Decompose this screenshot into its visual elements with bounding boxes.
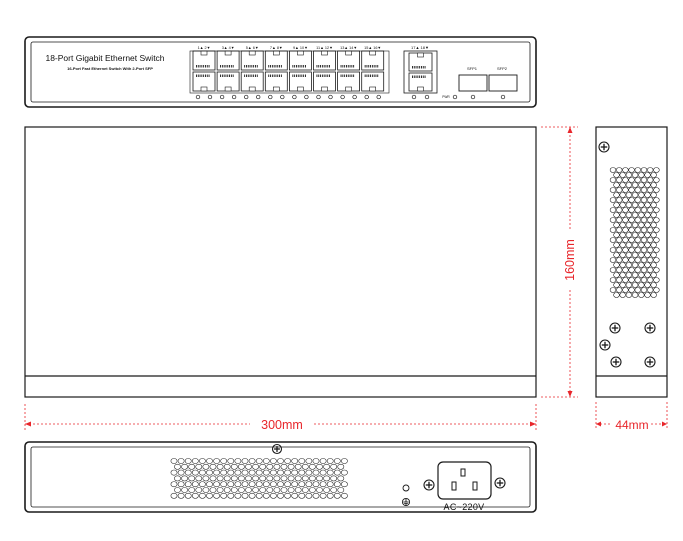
rj45-port <box>288 71 312 92</box>
front-panel-title: 18-Port Gigabit Ethernet Switch <box>45 53 164 63</box>
port-led <box>231 94 237 100</box>
uplink-port-label: 17▲ 18▼ <box>411 45 429 50</box>
ground-terminal <box>402 484 410 492</box>
port-led <box>316 94 321 100</box>
port-led <box>268 94 273 100</box>
uplink-port-block: 17▲ 18▼ <box>403 45 438 100</box>
power-label: AC~220V <box>444 502 485 512</box>
rj45-port <box>240 71 264 92</box>
port-led <box>244 94 249 100</box>
power-led-label: PWR <box>442 95 450 99</box>
screw-icon <box>598 141 610 153</box>
rj45-port <box>240 50 264 71</box>
rj45-port <box>408 72 433 92</box>
screw-icon <box>599 339 611 351</box>
screw-icon <box>644 322 656 334</box>
sfp2-label: SFP2 <box>497 66 508 71</box>
rear-vent-holes <box>170 458 348 499</box>
port-led <box>304 94 309 100</box>
port-pair-label: 13▲ 14▼ <box>340 46 357 50</box>
rj45-port <box>264 71 288 92</box>
rj45-port <box>337 71 361 92</box>
power-inlet-socket <box>437 461 492 500</box>
port-led <box>292 94 297 100</box>
side-view <box>595 126 668 398</box>
port-pair-label: 7▲ 8▼ <box>270 46 283 50</box>
port-led <box>376 94 381 100</box>
screw-icon <box>423 479 435 491</box>
port-pair-label: 9▲ 10▼ <box>293 46 308 50</box>
port-led <box>219 94 225 100</box>
rj45-port <box>408 52 433 72</box>
uplink-ports <box>408 52 433 100</box>
sfp2-slot <box>488 74 518 92</box>
ground-icon <box>401 497 411 507</box>
side-screws <box>598 141 656 368</box>
rj45-port-array: 1▲ 2▼ 3▲ 4▼ 5▲ 6▼ 7▲ 8▼ 9▲ 10▼ 11▲ 12▼ 13▲ 14▼… <box>189 46 390 100</box>
port-led <box>195 94 201 100</box>
power-led: PWR <box>442 94 458 100</box>
port-pair-label: 11▲ 12▼ <box>316 46 333 50</box>
port-led <box>328 94 333 100</box>
depth-dimension-label: 160mm <box>563 239 577 281</box>
port-led <box>207 94 213 100</box>
screw-icon <box>644 356 656 368</box>
port-pair-label: 15▲ 16▼ <box>364 46 381 50</box>
rear-top-screw <box>271 443 283 455</box>
port-led <box>280 94 285 100</box>
top-view <box>24 126 537 398</box>
height-dimension: 44mm <box>595 402 668 432</box>
front-panel-subtitle: 16-Port Fast Ethernet Switch With 2-Port… <box>67 66 153 71</box>
rj45-port <box>313 71 336 92</box>
power-socket-screws <box>423 477 506 491</box>
port-led <box>256 94 261 100</box>
port-pair-label: 1▲ 2▼ <box>198 46 211 50</box>
rj45-port <box>361 71 385 92</box>
width-dimension: 300mm <box>24 404 537 432</box>
port-pair-label: 5▲ 6▼ <box>246 46 259 50</box>
height-dimension-label: 44mm <box>615 418 648 432</box>
screw-icon <box>494 477 506 489</box>
rear-panel: AC~220V <box>24 441 537 513</box>
screw-icon <box>609 322 621 334</box>
sfp-block: SFP1 SFP2 <box>458 66 518 100</box>
screw-icon <box>610 356 622 368</box>
port-led <box>364 94 369 100</box>
rj45-port <box>192 71 216 92</box>
sfp1-slot <box>458 74 488 92</box>
front-panel: 18-Port Gigabit Ethernet Switch 16-Port … <box>24 36 537 108</box>
depth-dimension: 160mm <box>541 126 578 398</box>
port-led <box>340 94 345 100</box>
rj45-port <box>216 71 240 92</box>
screw-icon <box>271 443 283 455</box>
port-led <box>352 94 357 100</box>
sfp1-label: SFP1 <box>467 66 478 71</box>
port-pair-label: 3▲ 4▼ <box>222 46 235 50</box>
width-dimension-label: 300mm <box>261 418 303 432</box>
side-vent-holes <box>609 167 660 298</box>
